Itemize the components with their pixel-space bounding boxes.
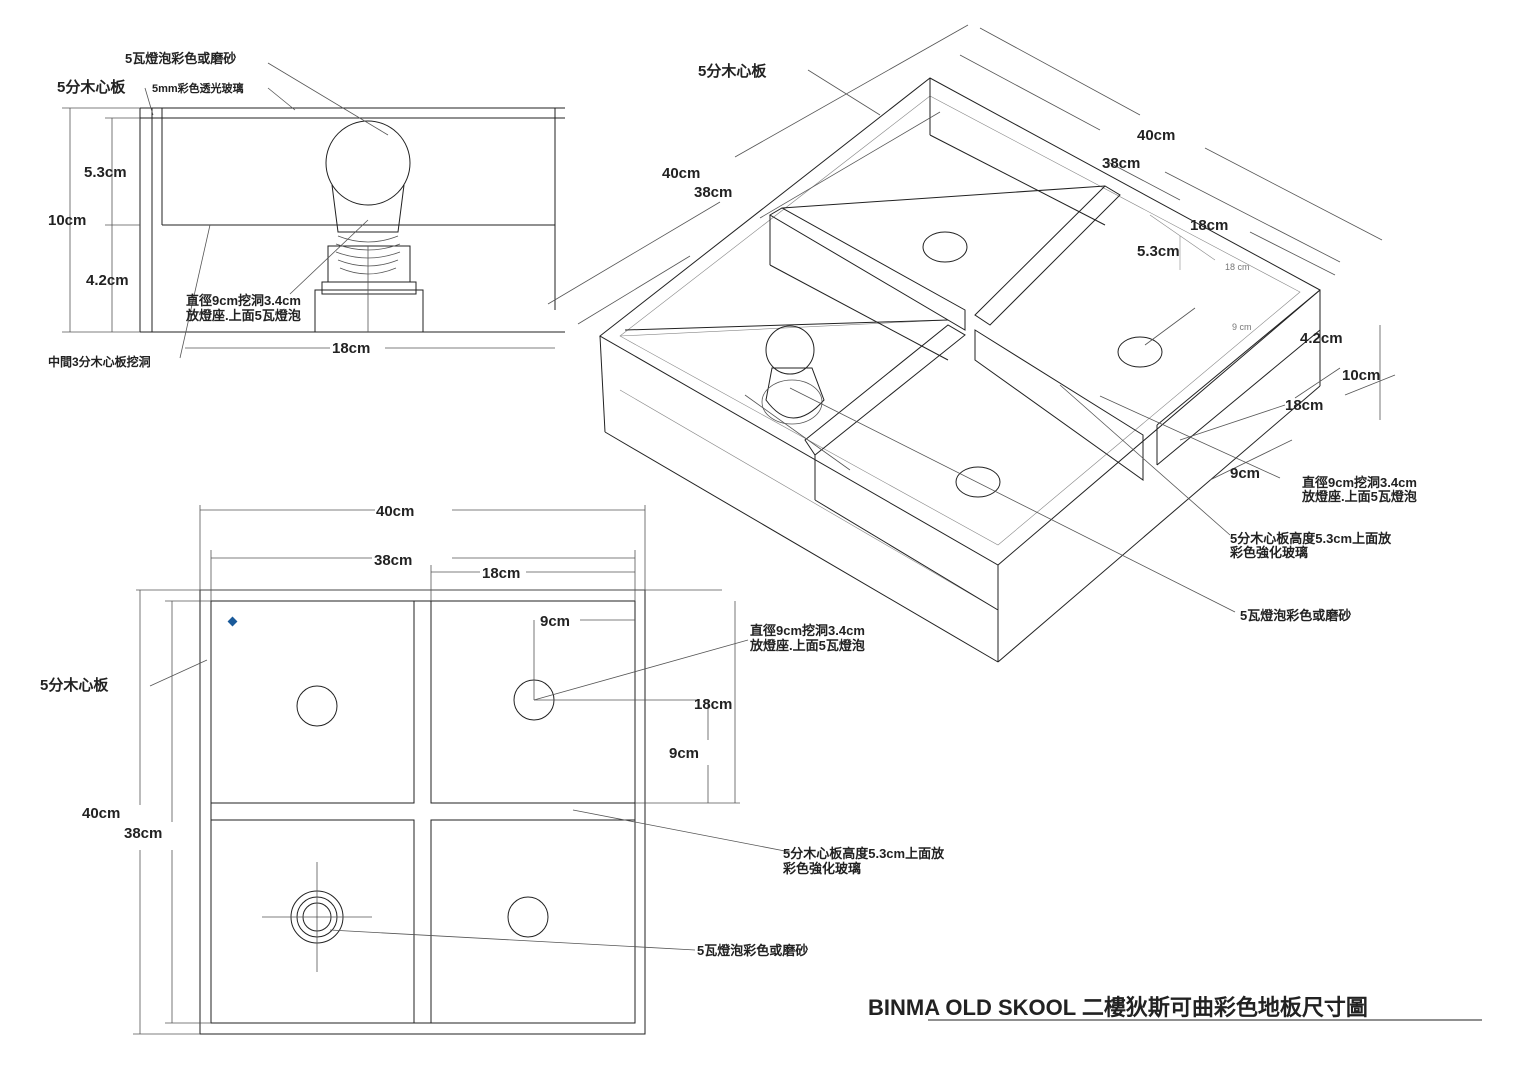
iso-dim-9: 9cm [1230, 465, 1260, 482]
iso-small-9: 9 cm [1232, 322, 1252, 332]
plan-glass-note-1: 5分木心板高度5.3cm上面放 [783, 846, 945, 861]
section-plywood-label: 5分木心板 [57, 78, 126, 96]
iso-glass-note-1: 5分木心板高度5.3cm上面放 [1230, 531, 1392, 546]
section-view: 5瓦燈泡彩色或磨砂 5分木心板 5mm彩色透光玻璃 5.3cm 10cm 4.2… [48, 51, 565, 369]
plan-dim-40-top: 40cm [376, 503, 414, 520]
iso-dim-38-top: 38cm [1102, 155, 1140, 172]
plan-dim-18-top: 18cm [482, 565, 520, 582]
plan-dim-38-left: 38cm [124, 825, 162, 842]
plan-dim-40-left: 40cm [82, 805, 120, 822]
plan-plywood-label: 5分木心板 [40, 676, 109, 694]
iso-dim-40-top: 40cm [1137, 127, 1175, 144]
plan-hole-note-2: 放燈座.上面5瓦燈泡 [749, 638, 865, 653]
plan-hole-note-1: 直徑9cm挖洞3.4cm [750, 623, 865, 638]
plan-dim-9-right: 9cm [669, 745, 699, 762]
title-block: BINMA OLD SKOOL 二樓狄斯可曲彩色地板尺寸圖 [868, 995, 1482, 1021]
iso-bulb-label: 5瓦燈泡彩色或磨砂 [1240, 608, 1351, 623]
section-dim-4-2: 4.2cm [86, 272, 129, 289]
iso-glass-note-2: 彩色強化玻璃 [1229, 545, 1308, 560]
plan-view: 40cm 38cm 18cm 9cm 5分木心板 直徑9cm挖洞3.4cm 放燈… [40, 503, 945, 1035]
plan-glass-note-2: 彩色強化玻璃 [782, 861, 861, 876]
iso-dim-4-2: 4.2cm [1300, 330, 1343, 347]
plan-dim-38-top: 38cm [374, 552, 412, 569]
section-middle-board-note: 中間3分木心板挖洞 [48, 354, 151, 369]
section-dim-18: 18cm [332, 340, 370, 357]
iso-dim-18-right: 18cm [1285, 397, 1323, 414]
section-dim-10: 10cm [48, 212, 86, 229]
isometric-view: 5分木心板 40cm 38cm 40cm 38cm 18cm 5.3cm 18 … [547, 24, 1417, 663]
section-glass-label: 5mm彩色透光玻璃 [152, 81, 244, 95]
iso-dim-40-left: 40cm [662, 165, 700, 182]
plan-dim-18-right: 18cm [694, 696, 732, 713]
iso-dim-10: 10cm [1342, 367, 1380, 384]
iso-plywood-label: 5分木心板 [698, 62, 767, 80]
iso-dim-18-top: 18cm [1190, 217, 1228, 234]
blue-marker-icon [227, 616, 238, 627]
iso-hole-note-2: 放燈座.上面5瓦燈泡 [1301, 489, 1417, 504]
section-hole-note-2: 放燈座.上面5瓦燈泡 [185, 308, 301, 323]
plan-bulb-label: 5瓦燈泡彩色或磨砂 [697, 943, 808, 958]
drawing-title: BINMA OLD SKOOL 二樓狄斯可曲彩色地板尺寸圖 [868, 995, 1368, 1020]
iso-dim-38-left: 38cm [694, 184, 732, 201]
section-dim-5-3: 5.3cm [84, 164, 127, 181]
iso-small-18: 18 cm [1225, 262, 1250, 272]
iso-dim-5-3: 5.3cm [1137, 243, 1180, 260]
section-bulb-label: 5瓦燈泡彩色或磨砂 [125, 51, 236, 66]
iso-hole-note-1: 直徑9cm挖洞3.4cm [1302, 475, 1417, 490]
plan-dim-9-top: 9cm [540, 613, 570, 630]
section-hole-note-1: 直徑9cm挖洞3.4cm [186, 293, 301, 308]
